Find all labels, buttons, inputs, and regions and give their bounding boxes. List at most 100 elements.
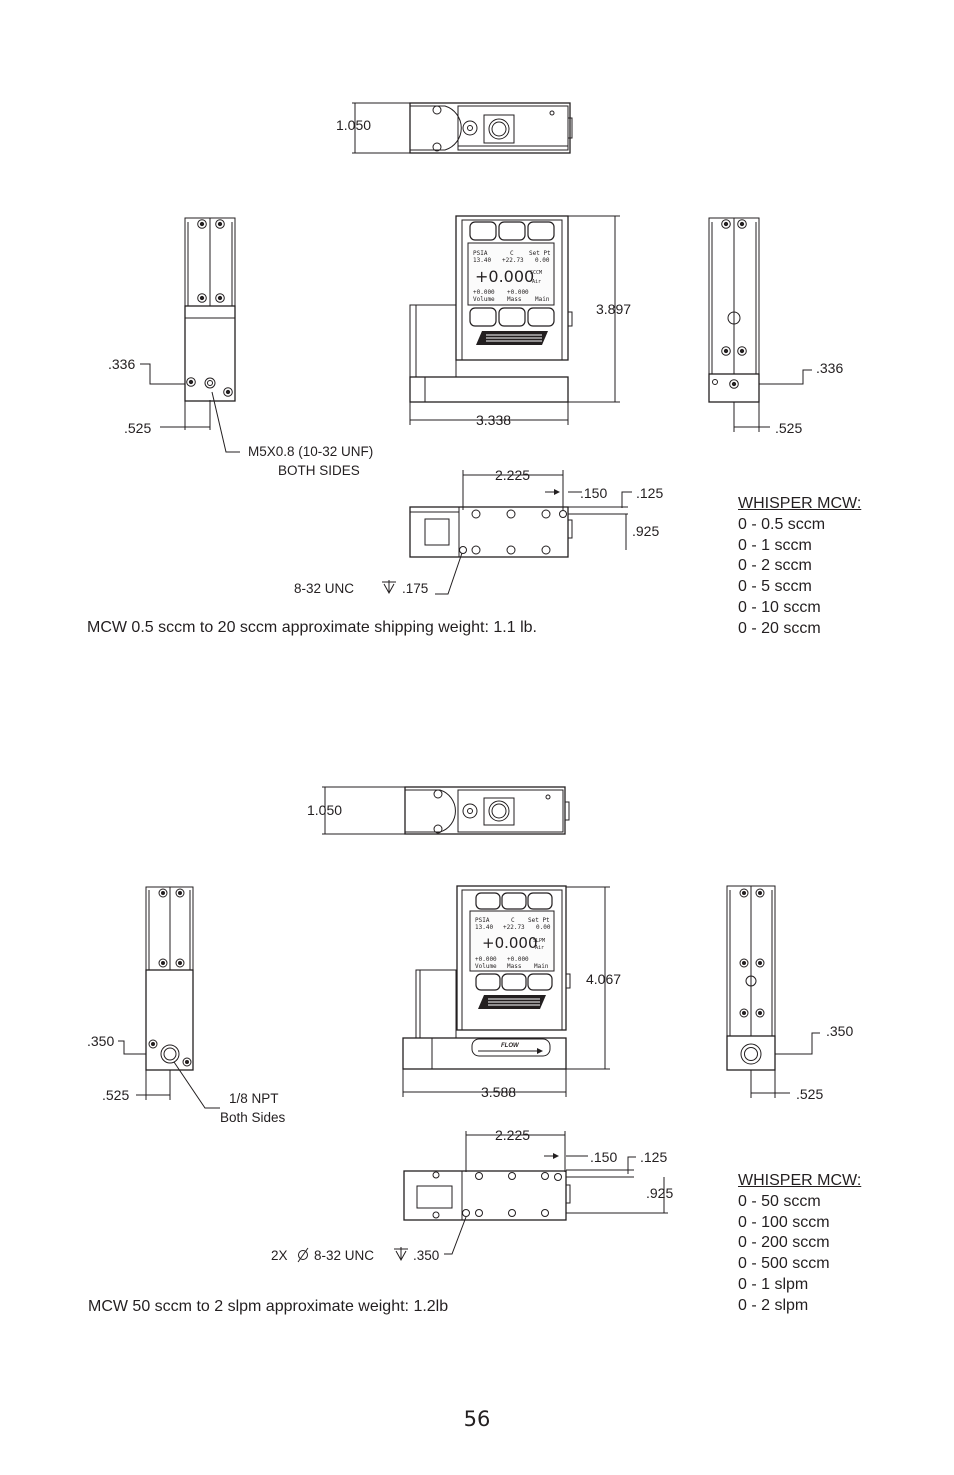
model-range-item: 0 - 2 slpm xyxy=(738,1296,809,1314)
svg-text:Set Pt: Set Pt xyxy=(528,917,550,924)
dim-offset-upper: .150 xyxy=(580,485,607,501)
model-range-item: 0 - 500 sccm xyxy=(738,1255,830,1273)
top-view-upper xyxy=(409,102,573,154)
dim-body-height-upper: 3.897 xyxy=(596,301,631,317)
svg-text:Air: Air xyxy=(535,945,544,951)
model-range-item: 0 - 5 sccm xyxy=(738,578,812,596)
keypad-button-icon xyxy=(469,221,497,241)
front-view-dims-lower xyxy=(402,886,610,1097)
svg-text:+0.000: +0.000 xyxy=(475,956,497,963)
right-view-dims-lower xyxy=(750,1032,820,1098)
svg-text:0.00: 0.00 xyxy=(535,257,550,264)
front-view-lower xyxy=(402,885,571,1070)
dim-depth-lower: .925 xyxy=(646,1185,673,1201)
svg-text:+22.73: +22.73 xyxy=(503,924,525,931)
bottom-view-dims-lower xyxy=(444,1131,668,1255)
svg-text:13.40: 13.40 xyxy=(473,257,491,264)
hole-note-thread-upper: 8-32 UNC xyxy=(294,581,354,596)
screw-center-icon xyxy=(742,1011,746,1015)
screw-center-icon xyxy=(758,961,762,965)
screw-center-icon xyxy=(199,295,205,301)
screw-center-icon xyxy=(758,1011,762,1015)
bottom-view-upper xyxy=(409,506,573,558)
model-items-upper: 0 - 0.5 sccm 0 - 1 sccm 0 - 2 sccm 0 - 5 sc… xyxy=(738,515,861,640)
lcd-lower: PSIA C Set Pt 13.40 +22.73 0.00 +0.000 S… xyxy=(475,917,551,970)
svg-text:C: C xyxy=(511,917,515,924)
svg-text:Volume: Volume xyxy=(473,296,495,303)
keypad-button-icon xyxy=(498,221,526,241)
svg-text:13.40: 13.40 xyxy=(475,924,493,931)
caption-lower: MCW 50 sccm to 2 slpm approximate weight… xyxy=(88,1298,449,1315)
svg-text:+0.000: +0.000 xyxy=(507,956,529,963)
keypad-button-icon xyxy=(501,892,527,910)
screw-center-icon xyxy=(161,961,165,965)
hole-note-count-lower: 2X xyxy=(271,1248,288,1263)
depth-symbol-icon xyxy=(382,580,396,595)
svg-text:+0.000: +0.000 xyxy=(473,289,495,296)
svg-text:SLPM: SLPM xyxy=(533,938,545,944)
screw-center-icon xyxy=(723,348,729,354)
lcd-main-reading: +0.000 xyxy=(475,267,534,286)
bottom-view-lower xyxy=(403,1170,571,1221)
model-range-item: 0 - 10 sccm xyxy=(738,598,821,616)
dim-span-upper: 2.225 xyxy=(495,467,530,483)
bottom-view-dims-upper xyxy=(435,470,632,595)
port-note-line2-upper: BOTH SIDES xyxy=(278,463,360,478)
depth-symbol-icon-lower xyxy=(394,1247,408,1262)
keypad-button-icon xyxy=(475,892,501,910)
dim-right-x-lower: .525 xyxy=(796,1086,823,1102)
svg-text:C: C xyxy=(510,250,514,257)
model-range-item: 0 - 1 sccm xyxy=(738,536,812,554)
dim-edge-lower: .125 xyxy=(640,1149,667,1165)
screw-center-icon xyxy=(739,348,745,354)
height-dim-upper xyxy=(352,102,410,154)
keypad-button-icon xyxy=(527,221,555,241)
dim-left-y-lower: .350 xyxy=(87,1033,114,1049)
svg-text:Main: Main xyxy=(535,296,550,303)
dim-right-y-lower: .350 xyxy=(826,1023,853,1039)
right-view-lower xyxy=(726,885,776,1071)
svg-text:0.00: 0.00 xyxy=(536,924,551,931)
svg-text:PSIA: PSIA xyxy=(475,917,490,924)
dim-offset-lower: .150 xyxy=(590,1149,617,1165)
screw-center-icon xyxy=(199,221,205,227)
screw-center-icon xyxy=(742,961,746,965)
screw-center-icon xyxy=(188,379,194,385)
model-range-item: 0 - 2 sccm xyxy=(738,557,812,575)
height-dim-lower xyxy=(322,786,405,835)
svg-text:+0.000: +0.000 xyxy=(507,289,529,296)
screw-center-icon xyxy=(217,295,223,301)
keypad-button-icon xyxy=(501,973,527,991)
svg-text:Volume: Volume xyxy=(475,963,497,970)
port-note-line1-upper: M5X0.8 (10-32 UNF) xyxy=(248,444,373,459)
screw-center-icon xyxy=(739,221,745,227)
screw-center-icon xyxy=(178,961,182,965)
hole-note-depth-lower: .350 xyxy=(413,1248,439,1263)
hole-note-thread-lower: 8-32 UNC xyxy=(314,1248,374,1263)
model-range-item: 0 - 100 sccm xyxy=(738,1213,830,1231)
svg-text:Set Pt: Set Pt xyxy=(529,250,551,257)
screw-center-icon xyxy=(742,891,746,895)
model-range-item: 0 - 1 slpm xyxy=(738,1275,809,1293)
dim-length-lower: 3.588 xyxy=(481,1084,516,1100)
dim-body-height-lower: 4.067 xyxy=(586,971,621,987)
left-view-dims-upper xyxy=(140,363,240,453)
model-range-item: 0 - 0.5 sccm xyxy=(738,515,826,533)
keypad-button-icon xyxy=(498,307,526,327)
keypad-button-icon xyxy=(527,307,555,327)
dim-span-lower: 2.225 xyxy=(495,1127,530,1143)
svg-text:SCCM: SCCM xyxy=(530,270,542,276)
screw-center-icon xyxy=(225,389,231,395)
screws-and-buttons xyxy=(148,219,765,1067)
keypad-button-icon xyxy=(475,973,501,991)
model-list-header-lower: WHISPER MCW: xyxy=(738,1172,862,1189)
dim-edge-upper: .125 xyxy=(636,485,663,501)
dim-right-x-upper: .525 xyxy=(775,420,802,436)
dim-height-upper: 1.050 xyxy=(336,117,371,133)
screw-center-icon xyxy=(151,1042,155,1046)
front-view-dims-upper xyxy=(409,215,620,425)
model-range-item: 0 - 200 sccm xyxy=(738,1234,830,1252)
